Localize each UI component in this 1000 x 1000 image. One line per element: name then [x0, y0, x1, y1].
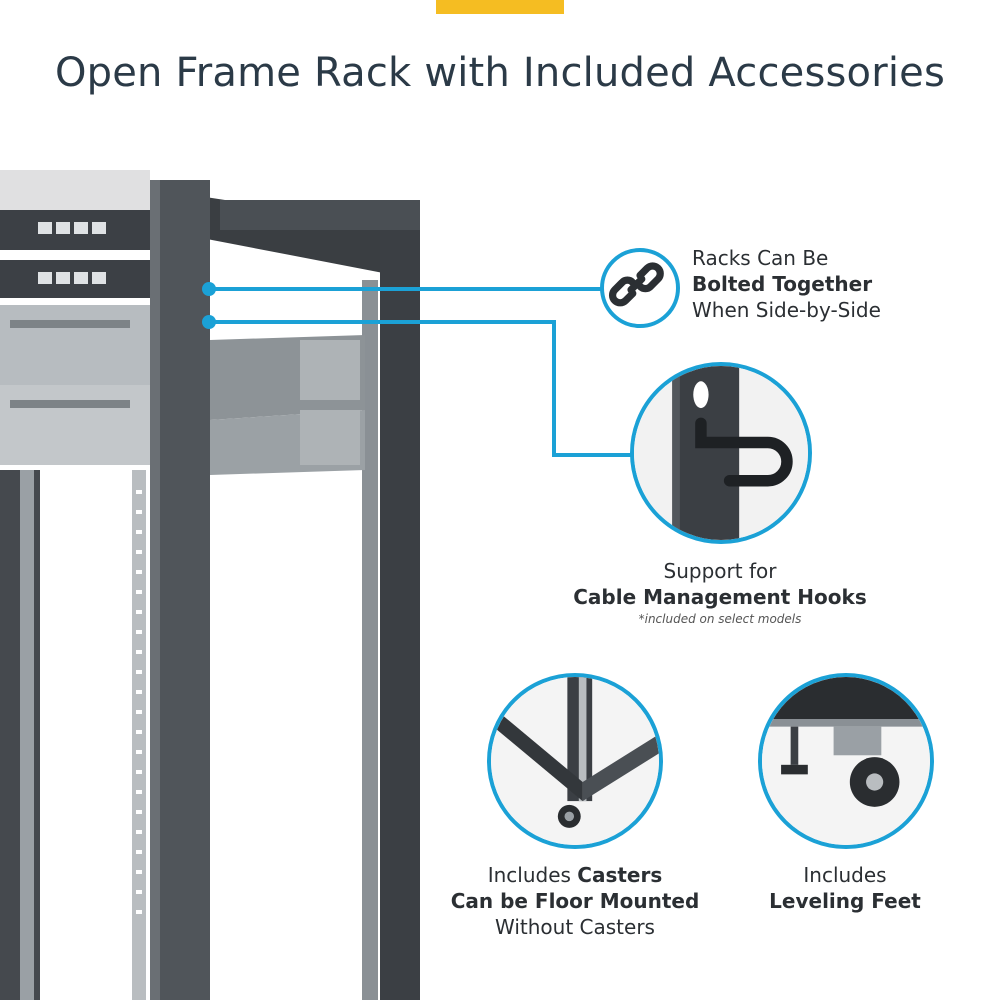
casters-text: Includes Casters Can be Floor Mounted Wi… [440, 862, 710, 940]
hooks-line1: Support for [663, 559, 777, 583]
casters-line1-bold: Casters [577, 863, 663, 887]
casters-image [491, 677, 659, 845]
hooks-line2: Cable Management Hooks [573, 585, 867, 609]
rack-illustration: StarTech.com [0, 170, 420, 1000]
feet-line2: Leveling Feet [769, 889, 921, 913]
bolted-line1: Racks Can Be [692, 246, 829, 270]
leveling-feet-circle [758, 673, 934, 849]
hooks-text: Support for Cable Management Hooks *incl… [560, 558, 880, 628]
casters-line3: Without Casters [495, 915, 655, 939]
cable-hook-image [634, 366, 808, 540]
bolted-line3: When Side-by-Side [692, 298, 881, 322]
accent-bar [436, 0, 564, 14]
casters-line1-prefix: Includes [487, 863, 578, 887]
casters-line2: Can be Floor Mounted [450, 889, 700, 913]
bolted-text: Racks Can Be Bolted Together When Side-b… [692, 245, 992, 323]
cable-hook-circle [630, 362, 812, 544]
hooks-note: *included on select models [638, 612, 802, 626]
brand-label: StarTech.com [60, 191, 133, 205]
chain-link-icon [608, 262, 664, 307]
feet-line1: Includes [803, 863, 887, 887]
casters-circle [487, 673, 663, 849]
bolted-line2: Bolted Together [692, 272, 873, 296]
page-title: Open Frame Rack with Included Accessorie… [54, 50, 946, 96]
bolted-circle [600, 248, 680, 328]
leveling-feet-image [762, 677, 930, 845]
feet-text: Includes Leveling Feet [740, 862, 950, 914]
